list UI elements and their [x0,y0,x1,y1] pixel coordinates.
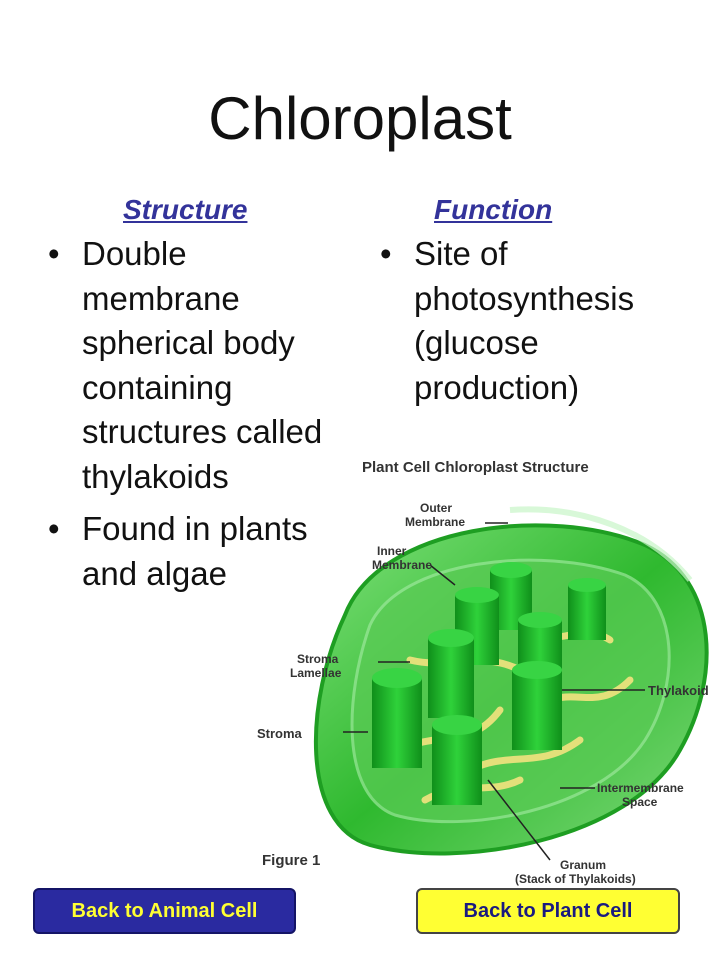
figure-title: Plant Cell Chloroplast Structure [362,459,589,476]
label-stroma-lamellae: Stroma [297,652,339,666]
label-outer-membrane: Membrane [405,515,465,529]
grana-stacks [372,562,606,805]
granum-stack [372,668,422,768]
label-outer-membrane: Outer [420,501,452,515]
granum-stack [428,629,474,718]
label-stroma: Stroma [257,726,303,741]
label-stroma-lamellae: Lamellae [290,666,342,680]
label-granum: Granum [560,858,606,872]
structure-bullet: •Double membrane spherical body containi… [46,232,346,499]
granum-stack [432,715,482,805]
function-heading: Function [434,194,553,225]
chloroplast-diagram: Plant Cell Chloroplast Structure [250,450,720,890]
figure-caption: Figure 1 [262,852,320,869]
label-thylakoid: Thylakoid [648,683,709,698]
structure-list: •Double membrane spherical body containi… [46,232,346,604]
bullet-dot-icon: • [48,235,60,272]
granum-stack [512,661,562,750]
label-inner-membrane: Inner [377,544,407,558]
label-intermembrane-space: Intermembrane [597,781,684,795]
granum-stack [568,578,606,640]
bullet-dot-icon: • [380,235,392,272]
label-leader-lines [343,522,645,861]
back-to-animal-cell-button[interactable]: Back to Animal Cell [33,888,296,934]
function-list: •Site of photosynthesis (glucose product… [378,232,678,418]
structure-bullet: •Found in plants and algae [46,507,346,596]
slide-title: Chloroplast [208,85,512,152]
structure-heading: Structure [123,194,248,225]
function-bullet: •Site of photosynthesis (glucose product… [378,232,678,410]
chloroplast-illustration: Plant Cell Chloroplast Structure [257,459,709,886]
back-to-plant-cell-button[interactable]: Back to Plant Cell [416,888,680,934]
label-intermembrane-space: Space [622,795,658,809]
bullet-dot-icon: • [48,510,60,547]
label-granum: (Stack of Thylakoids) [515,872,636,886]
label-inner-membrane: Membrane [372,558,432,572]
